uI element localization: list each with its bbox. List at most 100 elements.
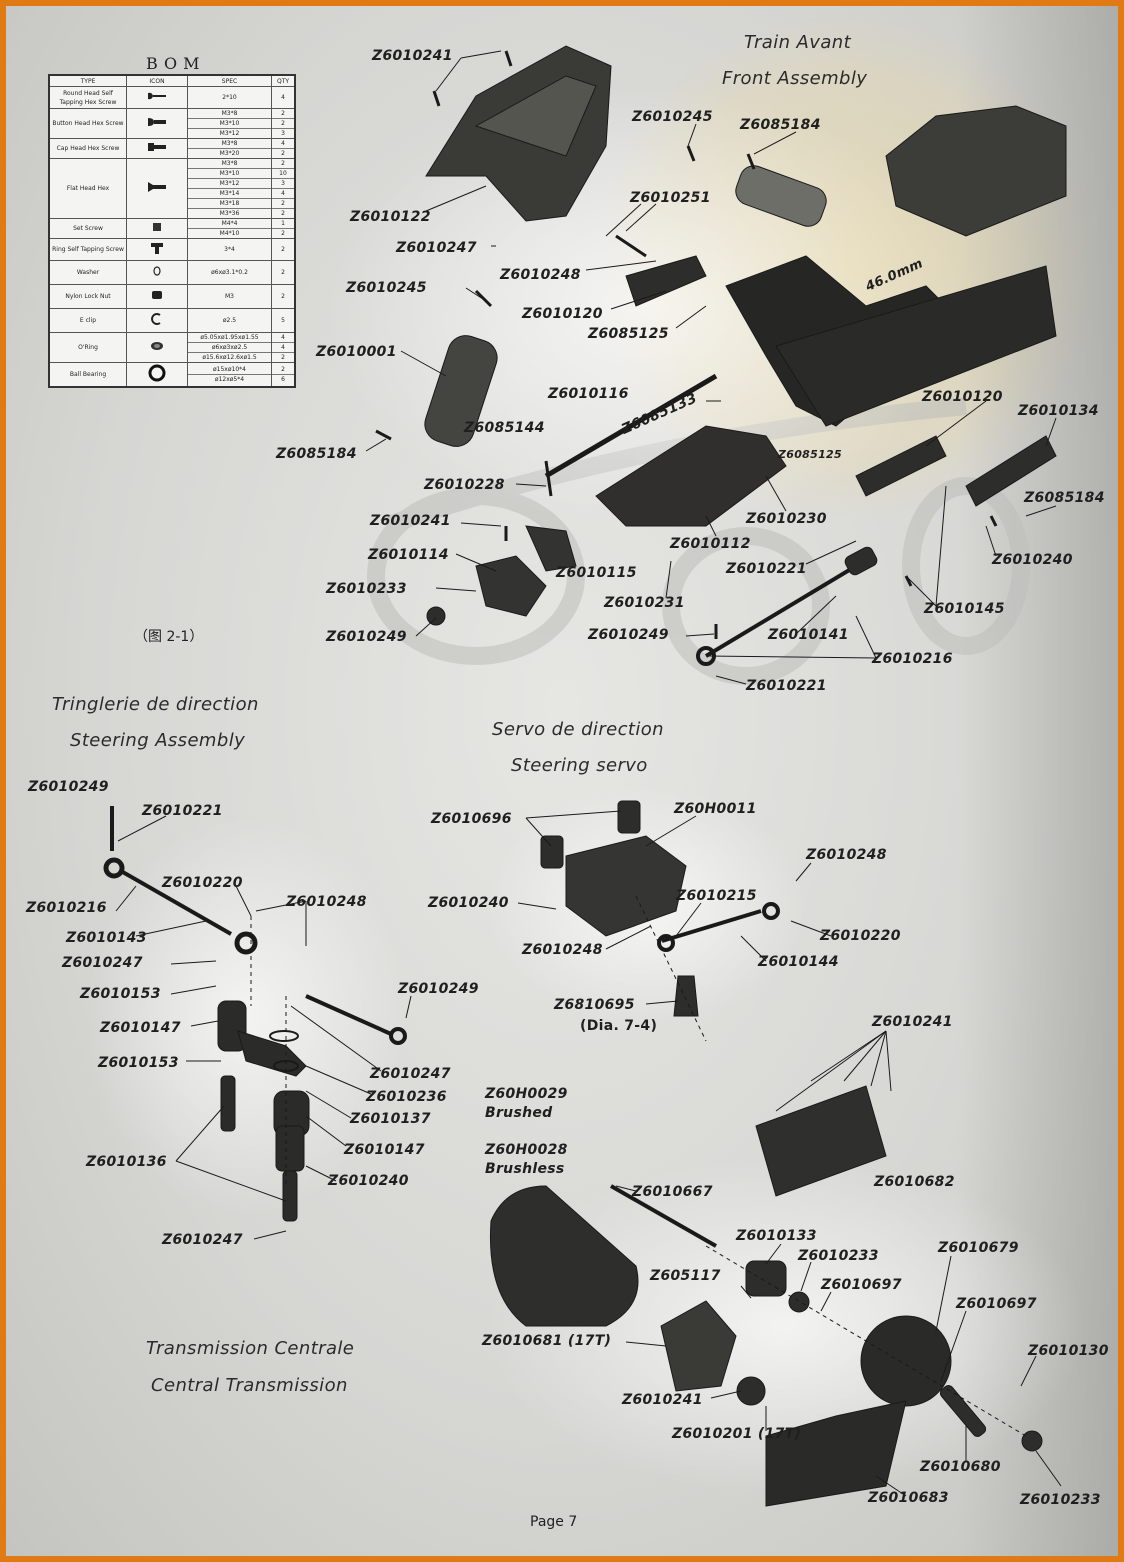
- bom-qty-value: 2: [281, 210, 285, 217]
- part-number-label: Z6010153: [80, 986, 161, 1002]
- bom-qty-value: 2: [272, 119, 294, 129]
- transmission-title-en: Central Transmission: [151, 1375, 348, 1396]
- central-transmission-art: [489, 1085, 1043, 1507]
- bom-spec-value: M4*10: [219, 230, 240, 237]
- part-number-label: Z6010682: [874, 1174, 955, 1190]
- part-number-label: Z6010221: [746, 678, 827, 694]
- part-number-label: Z6010697: [956, 1296, 1037, 1312]
- part-number-label: Z6010241: [872, 1014, 953, 1030]
- steering-title-fr: Tringlerie de direction: [52, 694, 259, 715]
- button-head-screw-icon: [126, 108, 188, 139]
- part-number-label: Z6010137: [350, 1111, 431, 1127]
- bom-qty-value: 4: [272, 189, 294, 199]
- bom-spec-value: ø12xø5*4: [214, 375, 245, 383]
- bom-type: Flat Head Hex: [48, 158, 127, 219]
- bom-qty-value: 4: [272, 333, 294, 343]
- e-clip-icon: [126, 308, 188, 333]
- ring-screw-icon: [126, 238, 188, 261]
- bom-spec-value: M3*18: [188, 199, 271, 209]
- part-number-label: Z6010247: [370, 1066, 451, 1082]
- part-number-label: Z6010147: [100, 1020, 181, 1036]
- bom-type: Ring Self Tapping Screw: [48, 238, 127, 261]
- part-number-label: Z6010241: [370, 513, 451, 529]
- bom-qty-value: 2: [272, 109, 294, 119]
- part-number-label: Z6010133: [736, 1228, 817, 1244]
- bom-title: BOM: [146, 54, 206, 73]
- front-title-fr: Train Avant: [744, 32, 852, 53]
- part-number-label: Z6010247: [162, 1232, 243, 1248]
- bom-qty: 2: [271, 284, 296, 309]
- part-number-label: Z6010233: [798, 1248, 879, 1264]
- o-ring-icon: [126, 332, 188, 363]
- servo-diagram-label: (Dia. 7-4): [580, 1018, 658, 1034]
- part-number-label: Z6010680: [920, 1459, 1001, 1475]
- front-assembly-art: [375, 45, 1067, 666]
- bom-spec-value: 3*4: [224, 246, 235, 253]
- bom-qty: 2: [271, 238, 296, 261]
- part-number-label: Z6010228: [424, 477, 505, 493]
- part-number-label: Z6010120: [922, 389, 1003, 405]
- part-number-label: Z6010112: [670, 536, 751, 552]
- steering-title-en: Steering Assembly: [70, 730, 246, 751]
- bom-qty-value: 4: [281, 94, 285, 101]
- figure-label: （图 2-1）: [134, 629, 204, 645]
- part-number-label: Z6010141: [768, 627, 849, 643]
- motor-brushless-code: Z60H0028: [485, 1142, 568, 1158]
- bom-header-spec: SPEC: [187, 74, 272, 87]
- bom-qty-value: 2: [281, 150, 285, 157]
- part-number-label: Z6010153: [98, 1055, 179, 1071]
- steering-assembly-art: [103, 806, 407, 1222]
- bom-spec: 2*10: [187, 86, 272, 109]
- servo-title-fr: Servo de direction: [492, 719, 664, 740]
- bom-table: TYPE ICON SPEC QTY Round Head Self Tappi…: [48, 74, 296, 388]
- bom-spec-value: ø15.6xø12.6xø1.5: [202, 354, 257, 361]
- part-number-label: Z60H0011: [674, 801, 757, 817]
- bom-spec-value: M3*8: [188, 159, 271, 169]
- part-number-label: Z6010248: [286, 894, 367, 910]
- part-number-label: Z6810695: [554, 997, 635, 1013]
- part-number-label: Z6010220: [820, 928, 901, 944]
- bom-spec-value: M3*12: [188, 179, 271, 189]
- part-number-label: Z6010249: [326, 629, 407, 645]
- part-number-label: Z6010697: [821, 1277, 902, 1293]
- bom-type: Cap Head Hex Screw: [48, 138, 127, 159]
- bom-spec-value: M3*20: [219, 150, 240, 157]
- part-number-label: Z6010001: [316, 344, 397, 360]
- bom-spec-value: 2*10: [222, 94, 237, 101]
- bom-type: E clip: [48, 308, 127, 333]
- part-number-label: Z6010233: [1020, 1492, 1101, 1508]
- bom-qty-value: 2: [281, 230, 285, 237]
- bom-spec-value: M3*10: [188, 169, 271, 179]
- bom-qty-value: 1: [272, 219, 294, 229]
- cap-head-screw-icon: [126, 138, 188, 159]
- round-head-screw-icon: [126, 86, 188, 109]
- bom-spec-value: M4*4: [188, 219, 271, 229]
- bom-spec-value: ø6xø3.1*0.2: [211, 269, 248, 276]
- part-number-label: Z6010201 (17T): [672, 1426, 802, 1442]
- part-number-label: Z6085184: [740, 117, 821, 133]
- motor-brushed-label: Brushed: [485, 1105, 553, 1121]
- bom-spec-value: M3*10: [188, 119, 271, 129]
- lock-nut-icon: [126, 284, 188, 309]
- set-screw-icon: [126, 218, 188, 239]
- part-number-label: Z6010231: [604, 595, 685, 611]
- part-number-label: Z6085144: [464, 420, 545, 436]
- part-number-label: Z6010249: [398, 981, 479, 997]
- bom-type: Nylon Lock Nut: [48, 284, 127, 309]
- part-number-label: Z6010247: [62, 955, 143, 971]
- part-number-label: Z6010245: [346, 280, 427, 296]
- part-number-label: Z6010116: [548, 386, 629, 402]
- servo-title-en: Steering servo: [511, 755, 648, 776]
- part-number-label: Z6010145: [924, 601, 1005, 617]
